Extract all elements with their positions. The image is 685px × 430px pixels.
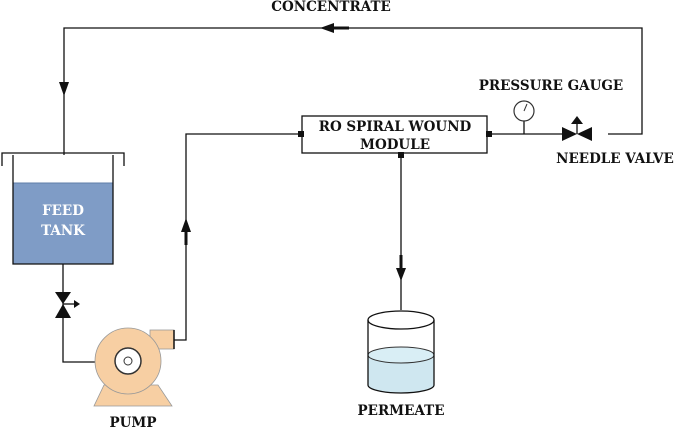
flow-arrow-down-icon [59,82,69,96]
needle-valve-label: NEEDLE VALVE [556,151,674,167]
concentrate-label: CONCENTRATE [271,0,391,15]
permeate-label: PERMEATE [358,403,445,419]
pump-label: PUMP [109,415,156,430]
feed-tank-label-line1: FEED [42,203,84,219]
feed-tank: FEED TANK [1,152,125,265]
module-label-line2: MODULE [360,137,430,153]
pressure-gauge-label: PRESSURE GAUGE [479,78,623,94]
pressure-gauge-icon [513,100,535,134]
flow-arrow-left-icon [320,23,334,33]
pump-icon [93,327,175,407]
permeate-vessel [367,310,435,394]
pump-to-module-line [174,133,302,341]
module-label-line1: RO SPIRAL WOUND [319,119,472,135]
feed-tank-label-line2: TANK [41,223,86,239]
flow-arrow-down-icon [396,268,406,281]
ro-module: RO SPIRAL WOUND MODULE [298,115,492,158]
needle-valve-icon [562,116,592,141]
flow-arrow-up-icon [181,218,191,232]
feed-tank-water [12,182,114,265]
concentrate-return-line [59,23,643,155]
feed-valve-icon [55,292,80,318]
